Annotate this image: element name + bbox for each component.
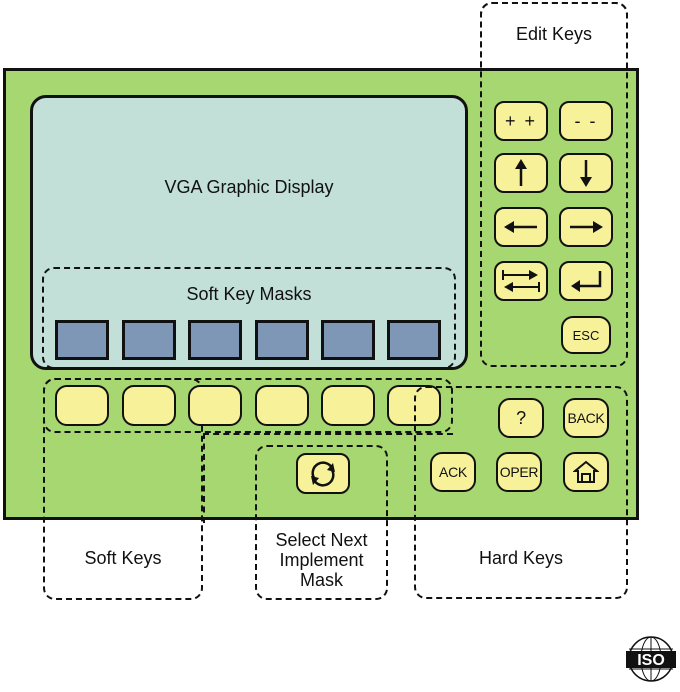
iso-logo-text: ISO bbox=[637, 652, 665, 669]
edit-keys-label: Edit Keys bbox=[515, 24, 593, 44]
soft-key-masks-label: Soft Key Masks bbox=[186, 284, 312, 304]
arrow-right-icon bbox=[570, 221, 603, 233]
hard-keys-group bbox=[414, 386, 628, 599]
esc-button[interactable]: ESC bbox=[561, 316, 611, 354]
enter-button[interactable] bbox=[559, 261, 613, 301]
decrement-button[interactable]: - - bbox=[559, 101, 613, 141]
edit-keys-group-outline bbox=[480, 2, 628, 367]
home-button[interactable] bbox=[563, 452, 609, 492]
soft-key-mask bbox=[255, 320, 309, 360]
oper-button[interactable]: OPER bbox=[496, 452, 542, 492]
left-arrow-button[interactable] bbox=[494, 207, 548, 247]
tab-button[interactable] bbox=[494, 261, 548, 301]
down-arrow-button[interactable] bbox=[559, 153, 613, 193]
back-button[interactable]: BACK bbox=[563, 398, 609, 438]
home-icon bbox=[573, 460, 599, 483]
ack-button[interactable]: ACK bbox=[430, 452, 476, 492]
arrow-down-icon bbox=[580, 160, 592, 187]
right-arrow-button[interactable] bbox=[559, 207, 613, 247]
help-button[interactable]: ? bbox=[498, 398, 544, 438]
soft-key-5[interactable] bbox=[321, 385, 375, 426]
iso-logo: ISO bbox=[624, 632, 678, 686]
soft-key-mask bbox=[188, 320, 242, 360]
soft-keys-extension-group bbox=[203, 433, 453, 523]
soft-keys-label: Soft Keys bbox=[84, 548, 162, 568]
display-title: VGA Graphic Display bbox=[164, 177, 334, 197]
soft-key-1[interactable] bbox=[55, 385, 109, 426]
soft-key-mask bbox=[122, 320, 176, 360]
select-next-label-line1: Select Next bbox=[275, 530, 368, 550]
soft-key-3[interactable] bbox=[188, 385, 242, 426]
soft-keys-group bbox=[43, 378, 203, 600]
enter-icon bbox=[571, 271, 602, 292]
arrow-left-icon bbox=[504, 221, 537, 233]
soft-key-2[interactable] bbox=[122, 385, 176, 426]
tab-arrows-icon bbox=[502, 270, 540, 292]
cycle-arrows-icon bbox=[311, 461, 335, 486]
arrow-up-icon bbox=[515, 159, 527, 186]
select-next-implement-mask-group bbox=[255, 445, 388, 600]
hard-keys-label: Hard Keys bbox=[478, 548, 564, 568]
soft-key-4[interactable] bbox=[255, 385, 309, 426]
increment-button[interactable]: + + bbox=[494, 101, 548, 141]
select-next-label-line2: Implement bbox=[279, 550, 364, 570]
soft-key-masks-group bbox=[42, 267, 456, 369]
soft-key-mask bbox=[321, 320, 375, 360]
soft-key-mask bbox=[55, 320, 109, 360]
select-next-label-line3: Mask bbox=[299, 570, 343, 590]
up-arrow-button[interactable] bbox=[494, 153, 548, 193]
select-next-implement-mask-button[interactable] bbox=[296, 453, 350, 494]
soft-key-mask bbox=[387, 320, 441, 360]
